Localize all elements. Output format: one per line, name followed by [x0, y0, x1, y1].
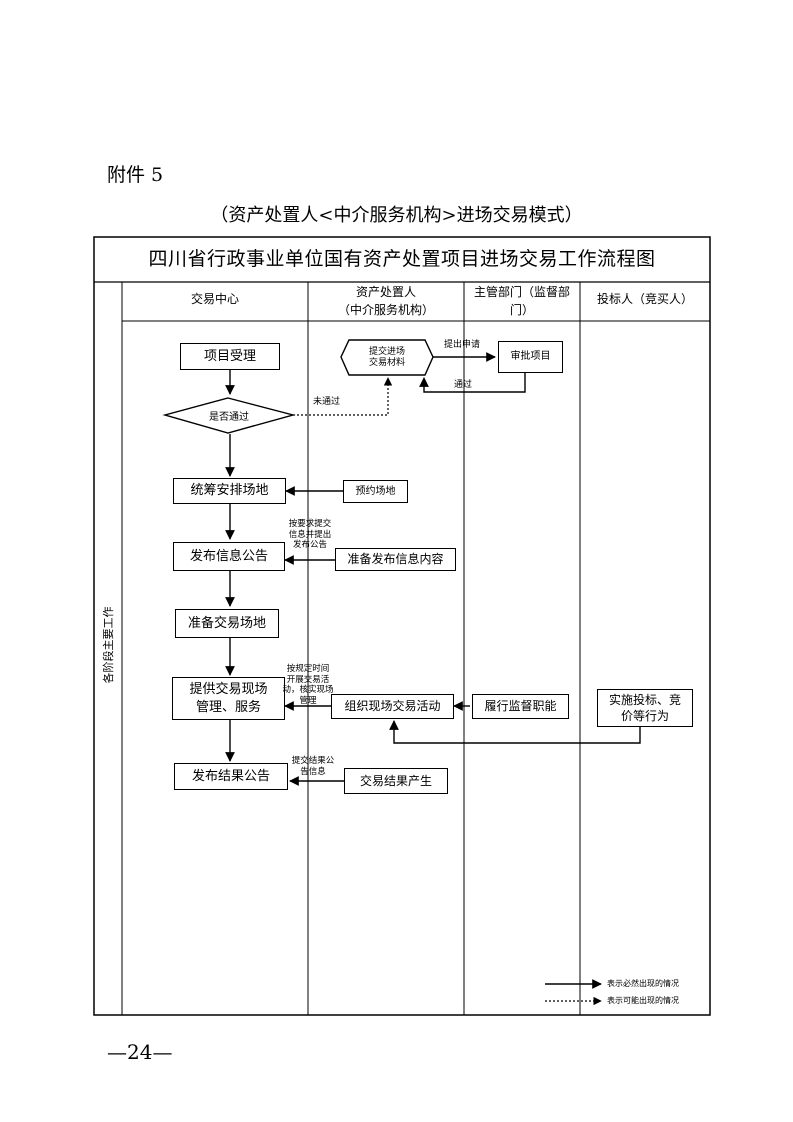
node-prepare-venue: 准备交易场地 [175, 609, 279, 638]
node-organize: 组织现场交易活动 [331, 694, 454, 719]
submit-hexagon [340, 339, 434, 376]
col-header-authority: 主管部门（监督部 门） [464, 283, 580, 319]
node-approve: 审批项目 [498, 341, 563, 373]
node-provide: 提供交易现场 管理、服务 [172, 677, 285, 720]
node-publish-result: 发布结果公告 [174, 763, 288, 790]
node-provide-line2: 管理、服务 [195, 699, 261, 715]
chart-title: 四川省行政事业单位国有资产处置项目进场交易工作流程图 [148, 248, 656, 270]
node-submit-line1: 提交进场 [368, 347, 405, 357]
col-header-bidder: 投标人（竞买人） [580, 290, 710, 308]
node-bidding-line1: 实施投标、竞 [608, 692, 681, 707]
subtitle: （资产处置人<中介服务机构>进场交易模式） [210, 205, 583, 226]
edge-label-on-time: 按规定时间 开展交易活 动，核实现场 管理 [280, 664, 336, 707]
node-publish-notice: 发布信息公告 [173, 542, 285, 571]
node-pass-check: 是否通过 [209, 412, 249, 423]
side-label: 各阶段主要工作 [102, 606, 115, 684]
node-result-produced: 交易结果产生 [344, 768, 448, 794]
col-header-disposer-line1: 资产处置人 [355, 285, 416, 299]
flow-bidding [389, 720, 641, 744]
decision-diamond [162, 397, 296, 434]
edge-label-submit-result-l1: 提交结果公 [291, 756, 335, 766]
edge-label-submit-info-l3: 发布公告 [292, 540, 327, 551]
node-bidding-line2: 价等行为 [620, 709, 669, 723]
col-header-trading-center-text: 交易中心 [190, 292, 239, 306]
legend-solid-text: 表示必然出现的情况 [607, 979, 679, 988]
node-provide-line1: 提供交易现场 [189, 681, 268, 697]
node-submit: 提交进场 交易材料 [341, 347, 433, 370]
col-header-trading-center: 交易中心 [122, 290, 308, 308]
edge-label-on-time-l4: 管理 [299, 695, 317, 706]
outer-frame [93, 236, 711, 1016]
legend-dotted-text: 表示可能出现的情况 [607, 996, 679, 1005]
node-submit-line2: 交易材料 [368, 358, 405, 369]
flow-not-passed [293, 377, 393, 416]
node-prepare-info: 准备发布信息内容 [335, 548, 456, 571]
col-header-authority-line2: 门） [509, 303, 534, 317]
edge-label-on-time-l3: 动，核实现场 [282, 685, 334, 696]
edge-label-on-time-l2: 开展交易活 [286, 674, 330, 685]
edge-label-submit-result: 提交结果公 告信息 [286, 756, 340, 777]
node-schedule-venue: 统筹安排场地 [173, 478, 286, 504]
node-supervise: 履行监督职能 [472, 694, 569, 719]
flow-approved [419, 373, 526, 393]
node-reserve-venue: 预约场地 [343, 480, 408, 503]
col-header-disposer-line2: （中介服务机构） [337, 303, 434, 317]
edge-label-apply: 提出申请 [444, 340, 481, 350]
col-header-disposer: 资产处置人 （中介服务机构） [308, 283, 464, 319]
col-header-bidder-text: 投标人（竞买人） [596, 292, 693, 306]
edge-label-submit-info-l1: 按要求提交 [288, 519, 332, 529]
col-header-authority-line1: 主管部门（监督部 [473, 285, 570, 299]
node-bidding: 实施投标、竞 价等行为 [597, 689, 693, 727]
edge-label-submit-info-l2: 信息并提出 [288, 529, 332, 540]
edge-label-not-passed: 未通过 [313, 397, 341, 407]
edge-label-submit-info: 按要求提交 信息并提出 发布公告 [284, 519, 336, 551]
edge-label-on-time-l1: 按规定时间 [286, 664, 330, 674]
attachment-label: 附件 5 [107, 164, 164, 186]
node-accept: 项目受理 [180, 343, 280, 370]
edge-label-submit-result-l2: 告信息 [300, 766, 326, 777]
page-number: —24— [107, 1040, 173, 1064]
edge-label-approved: 通过 [454, 380, 473, 390]
